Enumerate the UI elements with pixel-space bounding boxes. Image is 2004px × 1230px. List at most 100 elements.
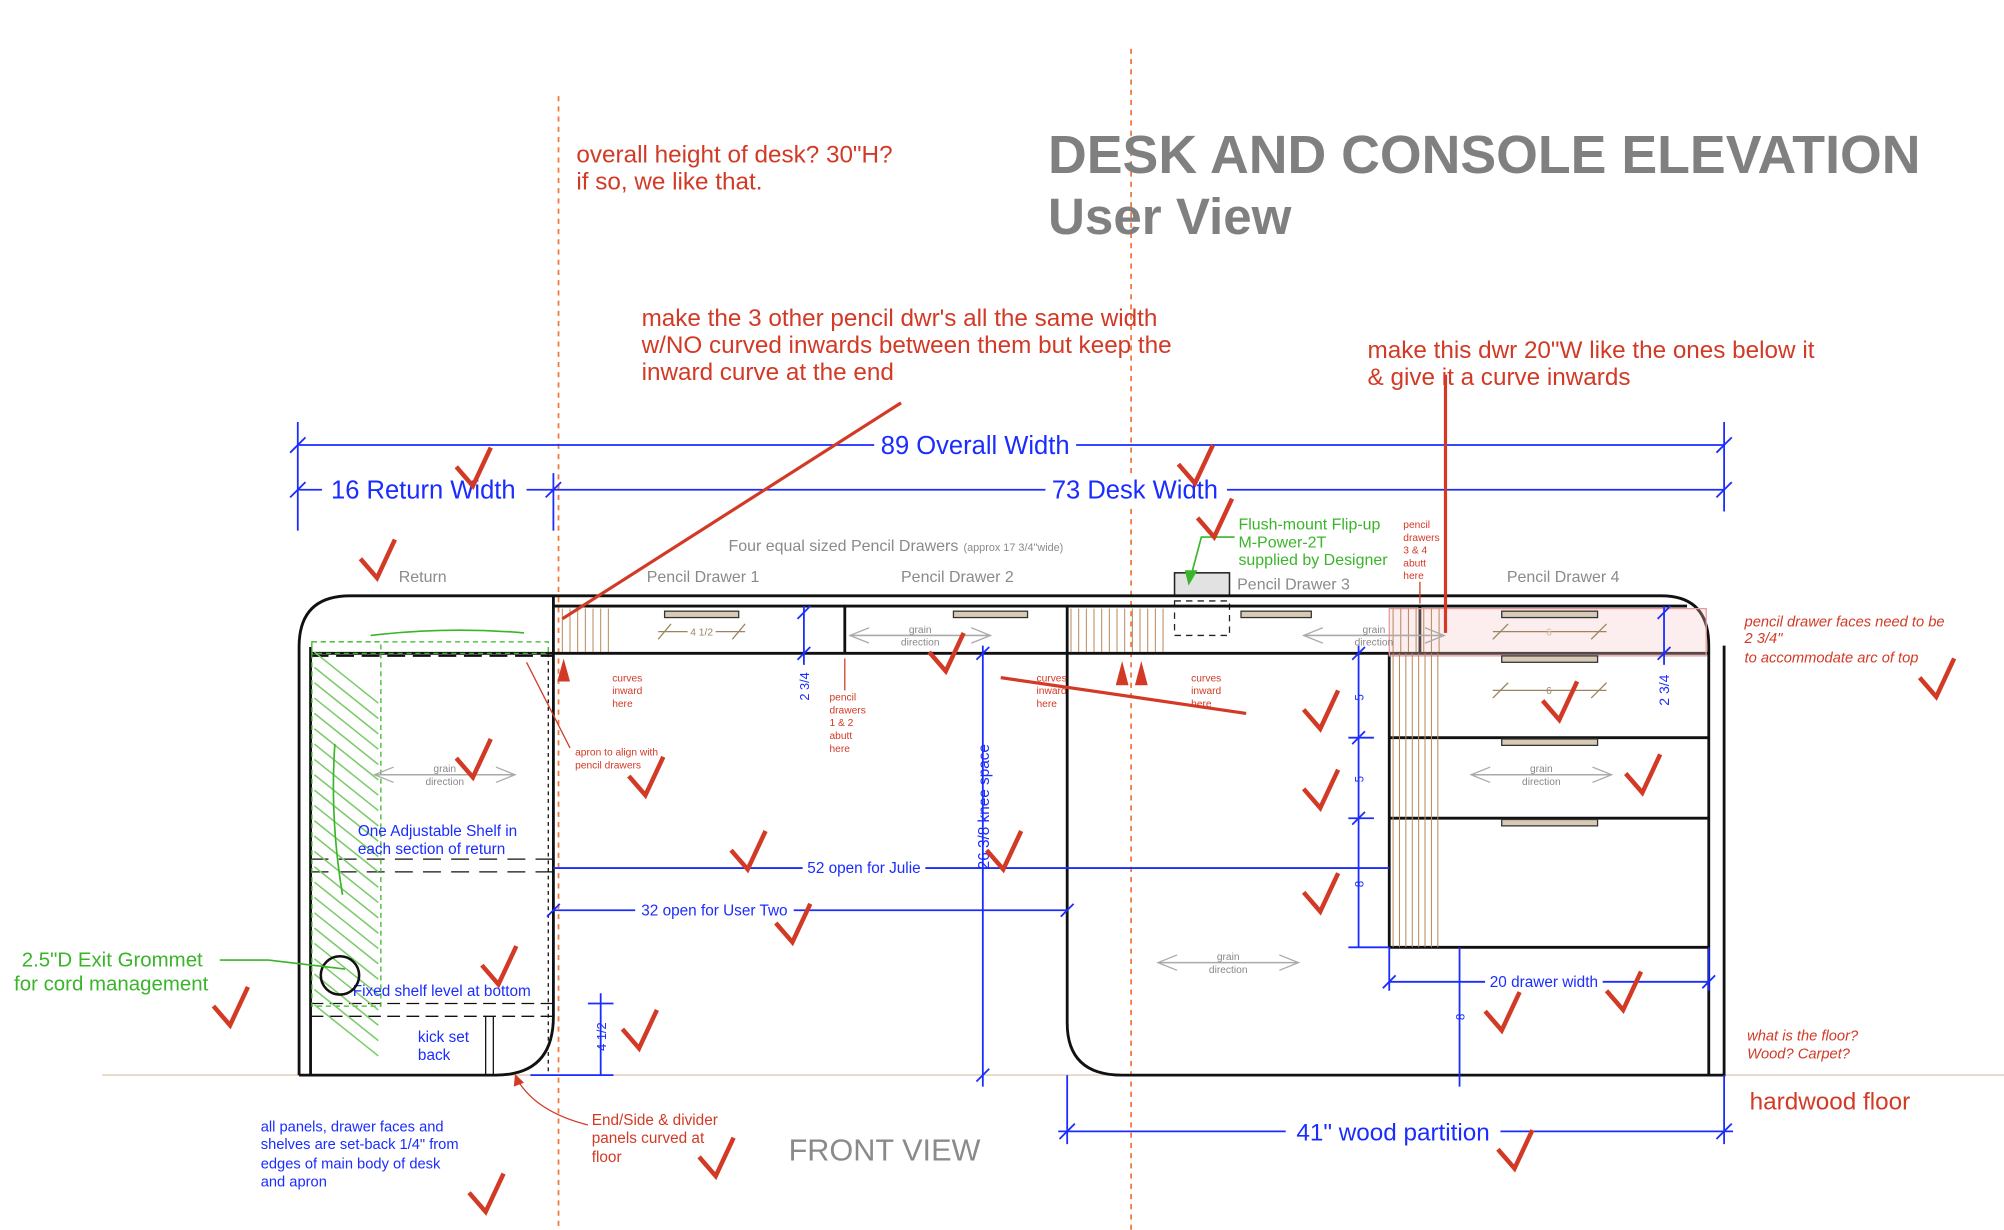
checkmark-icon xyxy=(1483,991,1522,1035)
grommet xyxy=(319,954,361,996)
svg-text:grain: grain xyxy=(1217,952,1240,963)
label-pencil-drawer-2: Pencil Drawer 2 xyxy=(901,569,1014,586)
checkmark-icon xyxy=(211,985,250,1030)
drawer-width-dim: 20 drawer width 8 xyxy=(1382,947,1716,1087)
pull-dimensions: 4 1/2 6 6 xyxy=(657,623,1607,699)
checkmark-icon xyxy=(1301,872,1341,916)
front-view-label: FRONT VIEW xyxy=(789,1134,981,1168)
checkmark-icon xyxy=(1195,497,1235,542)
arrow-icon xyxy=(1134,661,1148,686)
checkmark-icon xyxy=(1604,970,1644,1014)
svg-text:6: 6 xyxy=(1546,686,1552,697)
svg-text:grain: grain xyxy=(1363,625,1386,636)
svg-text:2 3/4: 2 3/4 xyxy=(1656,674,1672,705)
desk-width-dimension: 16 Return Width 73 Desk Width xyxy=(289,473,1733,531)
grain-direction-arrow: grain direction xyxy=(372,764,517,788)
svg-text:direction: direction xyxy=(425,777,464,788)
svg-text:4 1/2: 4 1/2 xyxy=(690,627,713,638)
open-julie-dim: 52 open for Julie xyxy=(553,857,1390,877)
checkmark-icon xyxy=(1496,1129,1535,1173)
label-return: Return xyxy=(399,569,447,586)
label-pencil-drawer-3: Pencil Drawer 3 xyxy=(1237,576,1350,593)
overall-width-dimension: 89 Overall Width xyxy=(289,422,1733,531)
svg-text:26 3/8 knee space: 26 3/8 knee space xyxy=(976,744,993,869)
svg-text:grain: grain xyxy=(1530,764,1553,775)
checkmark-icon xyxy=(620,1008,659,1053)
checkmark-icon xyxy=(1917,657,1957,701)
knee-space-dim: 26 3/8 knee space xyxy=(975,645,993,1087)
checkmark-icon xyxy=(1301,689,1341,733)
drawing-subtitle: User View xyxy=(1048,188,1292,245)
checkmark-icon xyxy=(627,755,666,800)
flip-up-outlet xyxy=(1173,572,1231,597)
svg-text:grain: grain xyxy=(909,625,932,636)
checkmark-icon xyxy=(454,446,493,490)
note-height: overall height of desk? 30"H?if so, we l… xyxy=(576,142,892,196)
checkmark-icon xyxy=(984,830,1024,874)
face-height-dim-left: 2 3/4 xyxy=(796,605,812,701)
svg-text:5: 5 xyxy=(1355,694,1367,700)
checkmark-icon xyxy=(697,1136,736,1181)
checkmark-icon xyxy=(467,1172,506,1216)
note-pencil-same-width: make the 3 other pencil dwr's all the sa… xyxy=(641,305,1172,386)
checkmark-icon xyxy=(1176,444,1215,488)
note-floor-question: what is the floor?Wood? Carpet? xyxy=(1747,1029,1859,1063)
svg-text:8: 8 xyxy=(1456,1014,1468,1020)
note-floor: hardwood floor xyxy=(1750,1089,1911,1116)
checkmark-icon xyxy=(480,945,519,989)
face-height-dim-right: 2 3/4 xyxy=(1656,605,1672,706)
return-side-hatch xyxy=(311,641,549,1057)
svg-text:16 Return Width: 16 Return Width xyxy=(331,477,516,505)
drawer-pulls xyxy=(663,610,1599,827)
checkmark-icon xyxy=(1301,768,1341,813)
open-user-two-dim: 32 open for User Two xyxy=(546,900,1075,919)
svg-text:4 1/2: 4 1/2 xyxy=(594,1022,609,1050)
checkmark-icon xyxy=(1540,680,1580,724)
svg-text:73 Desk Width: 73 Desk Width xyxy=(1052,477,1218,505)
kick-dim: 4 1/2 xyxy=(530,993,614,1076)
grain-direction-arrow: grain direction xyxy=(848,625,993,649)
svg-text:89 Overall Width: 89 Overall Width xyxy=(881,432,1070,460)
partition-dim: 41" wood partition xyxy=(1058,1075,1734,1147)
note-drawer-20w: make this dwr 20"W like the ones below i… xyxy=(1368,337,1815,391)
drawing-title: DESK AND CONSOLE ELEVATION xyxy=(1048,125,1920,185)
svg-text:2 3/4: 2 3/4 xyxy=(797,672,812,700)
svg-text:direction: direction xyxy=(1209,965,1248,976)
note-fixed-shelf: Fixed shelf level at bottom xyxy=(353,983,531,1000)
svg-text:6: 6 xyxy=(1546,627,1552,638)
checkmark-icon xyxy=(774,902,813,947)
svg-text:52 open for Julie: 52 open for Julie xyxy=(807,860,920,877)
arrow-icon xyxy=(557,658,571,682)
grain-direction-arrow: grain direction xyxy=(1156,952,1301,976)
drawer-height-dims: 5 5 8 xyxy=(1348,645,1390,949)
svg-text:grain: grain xyxy=(433,764,456,775)
checkmark-icon xyxy=(729,830,768,874)
checkmark-icon xyxy=(1624,753,1663,797)
markup-line xyxy=(561,401,902,621)
svg-text:5: 5 xyxy=(1355,776,1367,782)
svg-text:8: 8 xyxy=(1355,881,1367,887)
markup-line xyxy=(1000,676,1247,715)
label-pencil-drawer-4: Pencil Drawer 4 xyxy=(1507,569,1620,586)
svg-text:20 drawer width: 20 drawer width xyxy=(1490,974,1598,991)
checkmark-icon xyxy=(454,738,493,782)
svg-text:41" wood partition: 41" wood partition xyxy=(1296,1119,1489,1146)
svg-text:32 open for User Two: 32 open for User Two xyxy=(641,902,787,919)
checkmark-icon xyxy=(358,538,397,583)
svg-text:direction: direction xyxy=(901,638,940,649)
